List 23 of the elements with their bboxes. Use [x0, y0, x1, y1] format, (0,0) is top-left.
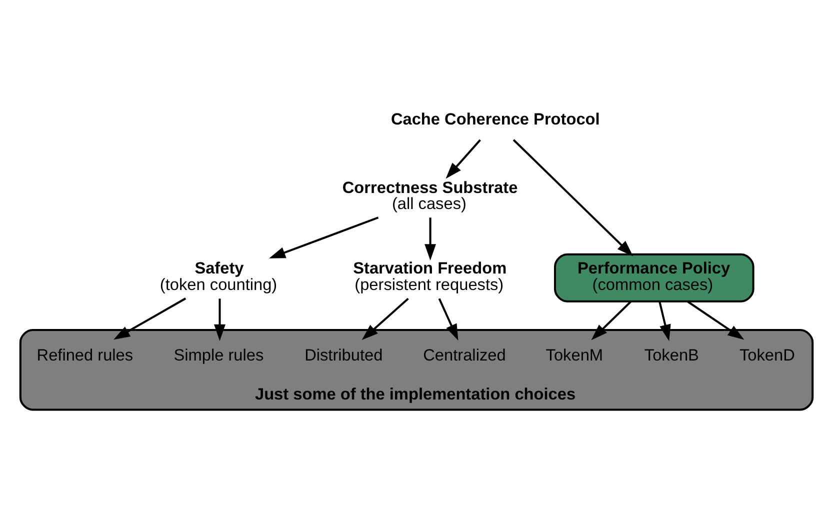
arrow — [446, 139, 481, 179]
arrow — [269, 216, 379, 258]
arrow — [687, 300, 744, 340]
node-text: Correctness Substrate (all cases) — [342, 178, 518, 214]
arrow — [114, 298, 186, 340]
node-text: Centralized — [423, 346, 506, 364]
node-box: Performance Policy (common cases) — [554, 253, 754, 302]
node-text: Starvation Freedom (persistent requests) — [353, 260, 507, 294]
node-text: Refined rules — [36, 346, 134, 364]
node-text: TokenB — [644, 346, 699, 364]
arrow — [214, 298, 226, 341]
node-text: TokenD — [740, 346, 795, 364]
arrow — [591, 300, 632, 340]
arrow — [512, 139, 634, 256]
arrow — [438, 298, 458, 341]
arrow — [424, 218, 436, 260]
node-text: Simple rules — [174, 346, 264, 364]
arrow — [362, 298, 409, 340]
node-text: Safety (token counting) — [160, 260, 278, 294]
node-text: Cache Coherence Protocol — [390, 110, 600, 128]
arrow — [658, 301, 671, 341]
node-text: TokenM — [546, 346, 604, 364]
node-text: Distributed — [304, 346, 383, 364]
